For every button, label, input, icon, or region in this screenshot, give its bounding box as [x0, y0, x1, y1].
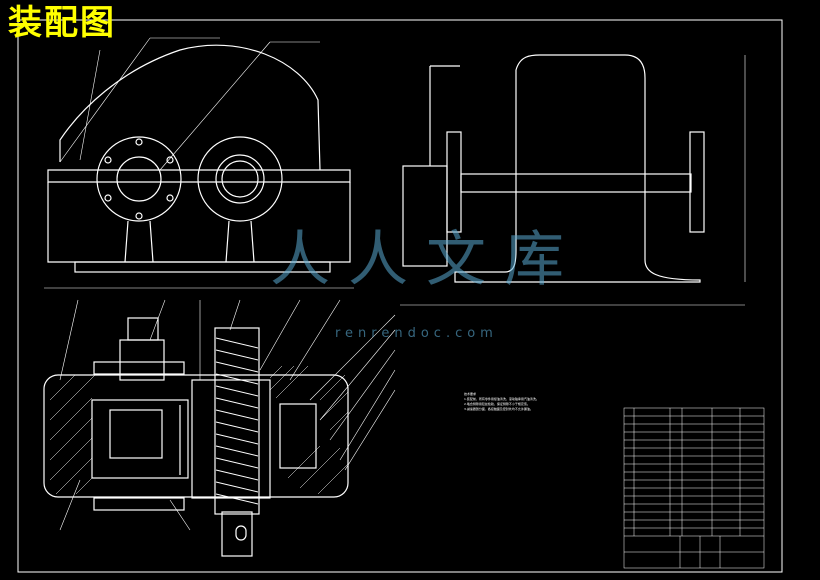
side-view: [400, 54, 746, 306]
sheet-border: [17, 19, 783, 573]
watermark-text: 人人文库: [270, 225, 582, 295]
note-line: 1.装配前，所有零件用煤油清洗，滚动轴承用汽油清洗。: [464, 397, 539, 401]
page-title: 装配图: [8, 3, 116, 43]
technical-notes: 技术要求 1.装配前，所有零件用煤油清洗，滚动轴承用汽油清洗。 2.啮合侧隙用铅…: [464, 392, 539, 412]
section-leaders: [59, 299, 396, 531]
notes-heading: 技术要求: [464, 392, 477, 396]
worm-thread: [215, 337, 259, 505]
front-view-leaders: [59, 37, 320, 171]
watermark-url: renrendoc.com: [335, 326, 498, 341]
note-line: 3.减速器剖分面、各接触面及密封处均不允许漏油。: [464, 407, 533, 411]
parts-list: [623, 407, 765, 569]
front-view: [44, 44, 354, 289]
section-view: [43, 317, 349, 557]
note-line: 2.啮合侧隙用铅丝检验，保证侧隙不小于规定值。: [464, 402, 530, 406]
section-hatching: [49, 365, 349, 495]
